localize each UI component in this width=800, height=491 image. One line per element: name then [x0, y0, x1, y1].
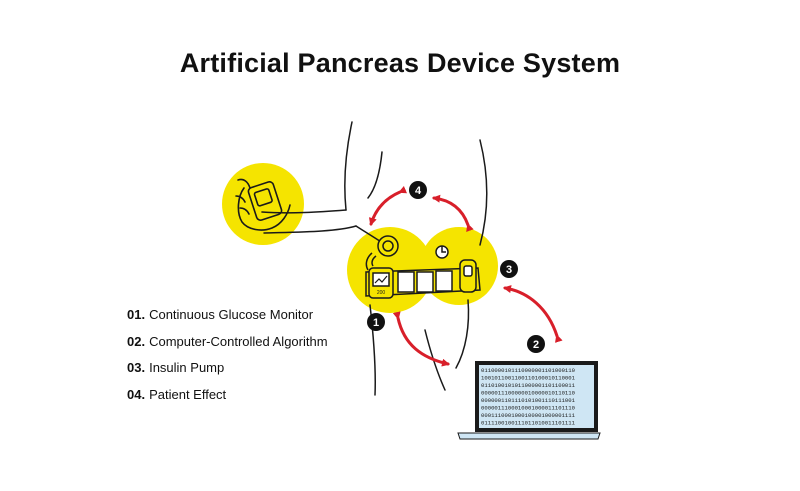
legend-label: Patient Effect	[149, 386, 227, 402]
code-line: 0110000101110000001101000110	[481, 367, 576, 374]
legend-label: Computer-Controlled Algorithm	[149, 333, 328, 349]
arrow-monitor-to-laptop	[392, 311, 450, 367]
code-line: 0110100101011000001101100011	[481, 382, 576, 389]
arrow-pump-to-device	[432, 194, 474, 232]
code-line: 1001011001100110100010110001	[481, 375, 576, 382]
code-line: 0001110001000100001000001111	[481, 412, 576, 419]
arrow-device-to-body	[368, 185, 408, 226]
legend-label: Insulin Pump	[149, 360, 225, 375]
insulin-pump-illustration	[435, 245, 477, 293]
code-line: 0000011100010001000011101110	[481, 405, 576, 412]
arrow-laptop-to-pump	[503, 285, 563, 343]
legend-label: Continuous Glucose Monitor	[149, 307, 314, 322]
code-line: 0000001101110101001110111001	[481, 397, 576, 404]
legend: 01.Continuous Glucose Monitor 02.Compute…	[127, 305, 328, 411]
legend-item: 04.Patient Effect	[127, 385, 328, 412]
diagram-title: Artificial Pancreas Device System	[179, 48, 621, 78]
badge-2: 2	[527, 335, 545, 353]
code-line: 0111100100111011010011101111	[481, 420, 576, 427]
handheld-device-illustration	[235, 178, 291, 231]
belt	[365, 267, 481, 297]
legend-item: 01.Continuous Glucose Monitor	[127, 305, 328, 332]
laptop-code: 0110000101110000001101000110 10010110011…	[481, 367, 576, 427]
badge-2-label: 2	[533, 339, 539, 351]
pump-circle	[420, 227, 498, 305]
legend-number: 01.	[127, 307, 146, 322]
legend-item: 03.Insulin Pump	[127, 358, 328, 385]
badge-3-label: 3	[506, 264, 512, 276]
code-line: 0000011100000010000010110110	[481, 390, 576, 397]
legend-number: 02.	[127, 333, 146, 349]
laptop-illustration	[457, 361, 601, 440]
monitor-reading: 200	[377, 290, 386, 296]
badge-1: 1	[367, 313, 385, 331]
badge-3: 3	[500, 260, 518, 278]
legend-number: 04.	[127, 386, 146, 402]
badge-4: 4	[409, 181, 427, 199]
badge-1-label: 1	[373, 317, 379, 329]
legend-number: 03.	[127, 360, 146, 375]
legend-item: 02.Computer-Controlled Algorithm	[127, 332, 328, 359]
badge-4-label: 4	[415, 185, 422, 197]
glucose-monitor-illustration	[365, 235, 399, 299]
